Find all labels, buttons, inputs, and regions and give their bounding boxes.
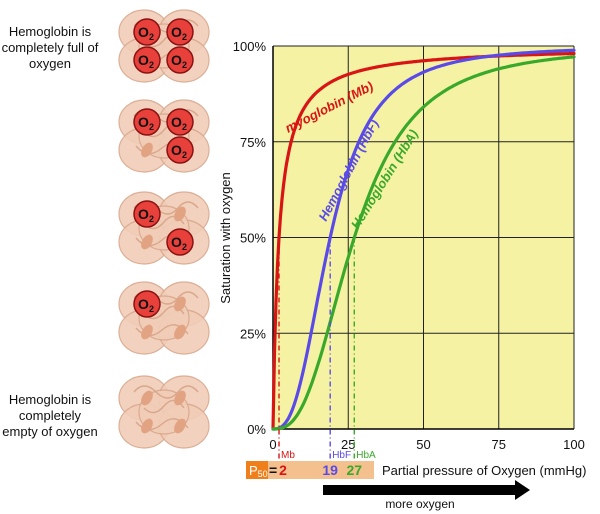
y-tick-label: 25% bbox=[240, 326, 266, 341]
p50-value-mb: 2 bbox=[279, 462, 287, 478]
o2-molecule: O2 bbox=[166, 18, 194, 46]
o2-subscript: 2 bbox=[149, 32, 154, 42]
o2-circle bbox=[166, 46, 194, 74]
y-tick-label: 50% bbox=[240, 231, 266, 246]
o2-molecule: O2 bbox=[166, 108, 194, 136]
o2-subscript: 2 bbox=[182, 242, 187, 252]
o2-subscript: 2 bbox=[149, 304, 154, 314]
o2-subscript: 2 bbox=[182, 150, 187, 160]
x-tick-label: 50 bbox=[416, 437, 430, 452]
y-tick-label: 75% bbox=[240, 135, 266, 150]
p50-value-hbf: 19 bbox=[322, 462, 338, 478]
heme-group bbox=[141, 234, 153, 250]
arrow-head bbox=[515, 480, 530, 500]
o2-subscript: 2 bbox=[149, 214, 154, 224]
heme-group bbox=[174, 206, 186, 222]
p50-box bbox=[246, 461, 374, 479]
x-axis-label: Partial pressure of Oxygen (mmHg) bbox=[382, 463, 586, 478]
y-tick-label: 0% bbox=[247, 422, 266, 437]
curve-hbf bbox=[271, 48, 576, 431]
p50-tag-hba: HbA bbox=[356, 450, 376, 461]
caption-empty-oxygen: Hemoglobin is completely empty of oxygen bbox=[2, 392, 98, 439]
curve-mb bbox=[271, 51, 576, 431]
arrow-label: more oxygen bbox=[385, 497, 454, 511]
heme-group bbox=[141, 390, 153, 406]
heme-group bbox=[174, 390, 186, 406]
heme-group bbox=[174, 296, 186, 312]
o2-subscript: 2 bbox=[182, 32, 187, 42]
o2-circle bbox=[166, 136, 194, 164]
caption-full-oxygen: Hemoglobin is completely full of oxygen bbox=[1, 24, 99, 71]
x-tick-label: 100 bbox=[563, 437, 585, 452]
o2-circle bbox=[133, 18, 161, 46]
heme-group bbox=[141, 324, 153, 340]
o2-molecule: O2 bbox=[133, 18, 161, 46]
o2-circle bbox=[166, 18, 194, 46]
x-tick-label: 0 bbox=[269, 437, 276, 452]
heme-group bbox=[141, 418, 153, 434]
heme-group bbox=[174, 418, 186, 434]
o2-circle bbox=[166, 108, 194, 136]
o2-molecule: O2 bbox=[166, 228, 194, 256]
o2-subscript: 2 bbox=[149, 122, 154, 132]
o2-subscript: 2 bbox=[149, 60, 154, 70]
heme-group bbox=[174, 324, 186, 340]
curve-hba bbox=[271, 55, 576, 431]
arrow-shaft bbox=[323, 485, 515, 495]
p50-tag-mb: Mb bbox=[281, 450, 295, 461]
o2-molecule: O2 bbox=[166, 136, 194, 164]
p50-subscript: 50 bbox=[258, 469, 268, 479]
o2-subscript: 2 bbox=[182, 122, 187, 132]
heme-group bbox=[141, 142, 153, 158]
p50-label-bg bbox=[246, 461, 268, 479]
o2-circle bbox=[133, 46, 161, 74]
p50-value-hba: 27 bbox=[346, 462, 362, 478]
o2-subscript: 2 bbox=[182, 60, 187, 70]
y-axis-label: Saturation with oxygen bbox=[218, 172, 233, 304]
hemoglobin-molecule: O2 bbox=[118, 281, 210, 355]
x-tick-label: 25 bbox=[341, 437, 355, 452]
o2-molecule: O2 bbox=[166, 46, 194, 74]
p50-tag-hbf: HbF bbox=[332, 450, 351, 461]
o2-molecule: O2 bbox=[133, 46, 161, 74]
o2-molecule: O2 bbox=[133, 200, 161, 228]
o2-circle bbox=[166, 228, 194, 256]
p50-equals: = bbox=[269, 462, 277, 478]
o2-circle bbox=[133, 290, 161, 318]
o2-molecule: O2 bbox=[133, 108, 161, 136]
x-tick-label: 75 bbox=[492, 437, 506, 452]
o2-molecule: O2 bbox=[133, 290, 161, 318]
y-tick-label: 100% bbox=[233, 39, 267, 54]
hemoglobin-molecule bbox=[118, 375, 210, 449]
o2-circle bbox=[133, 108, 161, 136]
o2-circle bbox=[133, 200, 161, 228]
